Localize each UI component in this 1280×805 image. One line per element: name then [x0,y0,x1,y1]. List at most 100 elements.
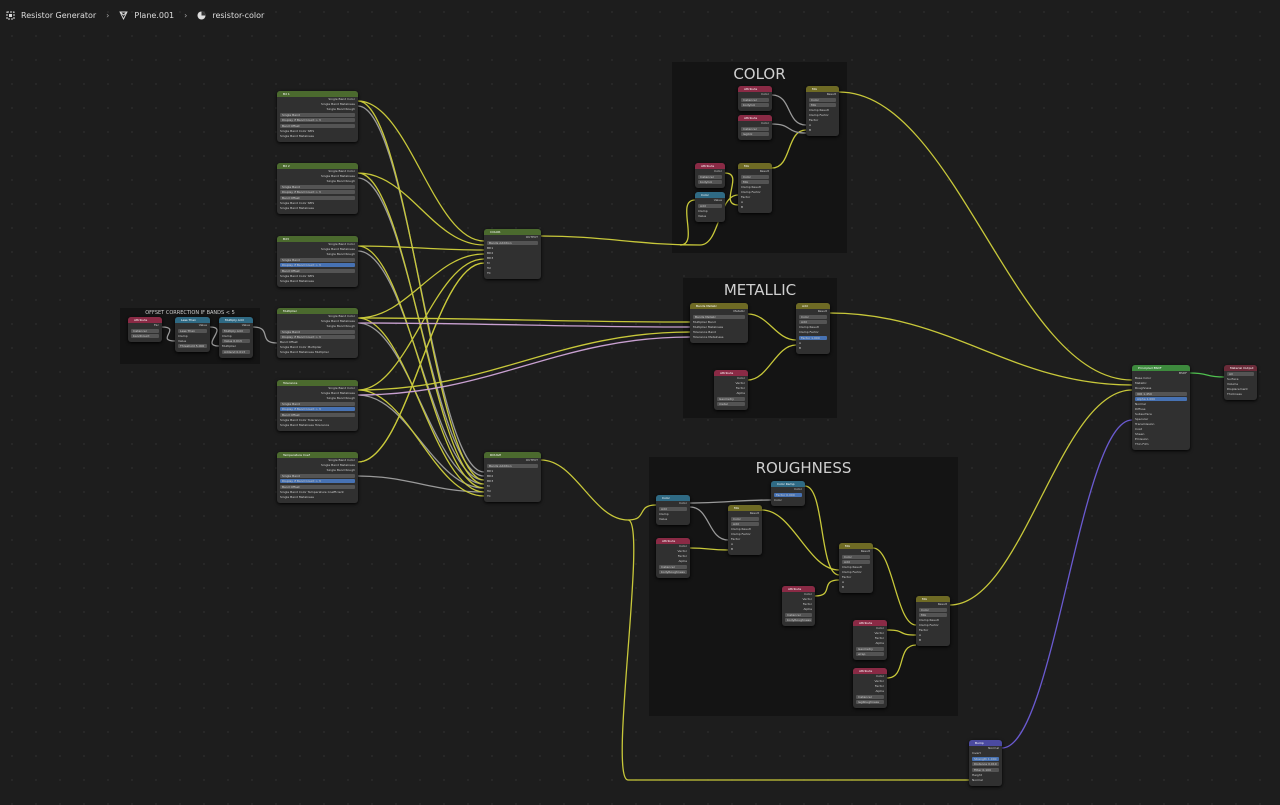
node-field[interactable]: Strength 1.000 [969,756,1002,762]
node-link[interactable] [161,326,176,342]
input-socket[interactable]: Clamp Result [806,108,839,113]
input-socket[interactable]: Multiplier Metalness [690,325,748,330]
input-socket[interactable]: A [806,123,839,128]
node-link[interactable] [357,245,485,251]
node-field[interactable]: Value 0.013 [219,339,253,344]
input-socket[interactable]: Band Offset [277,340,358,345]
node-link[interactable] [209,326,220,347]
node-link[interactable] [357,172,485,485]
input-socket[interactable]: Thin Film [1132,442,1190,447]
output-socket[interactable]: Single Band Metalness [277,247,358,252]
node-field[interactable]: Single Band [277,329,358,335]
input-socket[interactable]: Tol [484,266,541,271]
node-link[interactable] [540,235,701,246]
output-socket[interactable]: Color [853,674,887,679]
input-socket[interactable]: Invert [969,751,1002,756]
output-socket[interactable]: Color [656,501,690,506]
input-socket[interactable]: Base Color [1132,376,1190,381]
node-link[interactable] [747,313,797,341]
node-header[interactable]: Bd3 [277,236,358,242]
node-header[interactable]: Bd 1 [277,91,358,97]
input-socket[interactable]: Clamp [175,334,210,339]
output-socket[interactable]: Alpha [853,641,887,646]
input-socket[interactable]: Surface [1224,377,1257,382]
node-link[interactable] [1001,419,1133,749]
input-socket[interactable]: Diffuse [1132,407,1190,412]
output-socket[interactable]: Single Band Metalness [277,463,358,468]
node-field[interactable]: Add [839,560,873,565]
output-socket[interactable]: Single Band Metalness [277,319,358,324]
input-socket[interactable]: A [728,542,762,547]
input-socket[interactable]: Tol [484,489,541,494]
node-link[interactable] [771,129,807,169]
node-field[interactable]: Band Offset [277,268,358,274]
node-field[interactable]: Color [796,314,830,320]
output-socket[interactable]: Fac [128,323,162,328]
node-field[interactable]: Factor 1.000 [796,335,830,341]
input-socket[interactable]: M [484,484,541,489]
input-socket[interactable]: Single Band Metalness Tolerance [277,423,358,428]
breadcrumb-item-object[interactable]: Plane.001 [134,10,175,20]
output-socket[interactable]: Value [175,323,210,328]
node-link[interactable] [357,258,485,391]
input-socket[interactable]: Single Band Color Multiplier [277,345,358,350]
output-socket[interactable]: Single Band Color [277,97,358,102]
output-socket[interactable]: Vector [853,631,887,636]
output-socket[interactable]: Color [738,121,772,126]
output-socket[interactable]: Value [219,323,253,328]
input-socket[interactable]: Specular [1132,417,1190,422]
node-field[interactable]: bodyRoughness [656,570,690,575]
input-socket[interactable]: Roughness [1132,386,1190,391]
output-socket[interactable]: Vector [714,381,748,386]
node-link[interactable] [357,317,485,493]
input-socket[interactable]: Single Band Metalness [277,134,358,139]
node-field[interactable]: Band Offset [277,412,358,418]
output-socket[interactable]: Result [839,549,873,554]
output-socket[interactable]: Factor [853,636,887,641]
node-field[interactable]: Add [695,203,725,209]
input-socket[interactable]: A [738,200,772,205]
input-socket[interactable]: Clamp Result [738,185,772,190]
input-socket[interactable]: BD2 [484,251,541,256]
node-field[interactable]: Instancer [738,97,772,103]
node-field[interactable]: legRoughness [853,700,887,705]
node-field[interactable]: Single Band [277,257,358,263]
node-field[interactable]: Instancer [782,612,815,618]
node-link[interactable] [627,504,657,521]
node-header[interactable]: Mix [738,163,772,169]
input-socket[interactable]: Value [175,339,210,344]
input-socket[interactable]: Sheen [1132,432,1190,437]
input-socket[interactable]: Clamp [219,334,253,339]
node-field[interactable]: Mix [738,180,772,185]
node-header[interactable]: Attribute [853,668,887,674]
output-socket[interactable]: Single Band Metalness [277,174,358,179]
output-socket[interactable]: Result [796,309,830,314]
node-header[interactable]: Bd 2 [277,163,358,169]
output-socket[interactable]: Color [714,376,748,381]
output-socket[interactable]: OUTPUT [484,458,541,463]
node-field[interactable]: wrap [853,652,887,657]
input-socket[interactable]: Value [656,517,690,522]
input-socket[interactable]: Clamp [695,209,725,214]
output-socket[interactable]: Single Band Rough [277,396,358,401]
input-socket[interactable]: BD3 [484,479,541,484]
node-field[interactable]: Single Band [277,112,358,118]
output-socket[interactable]: Factor [782,602,815,607]
node-field[interactable]: Band Offset [277,195,358,201]
input-socket[interactable]: Clamp Factor [738,190,772,195]
input-socket[interactable]: Clamp Result [916,618,950,623]
output-socket[interactable]: Single Band Color [277,458,358,463]
